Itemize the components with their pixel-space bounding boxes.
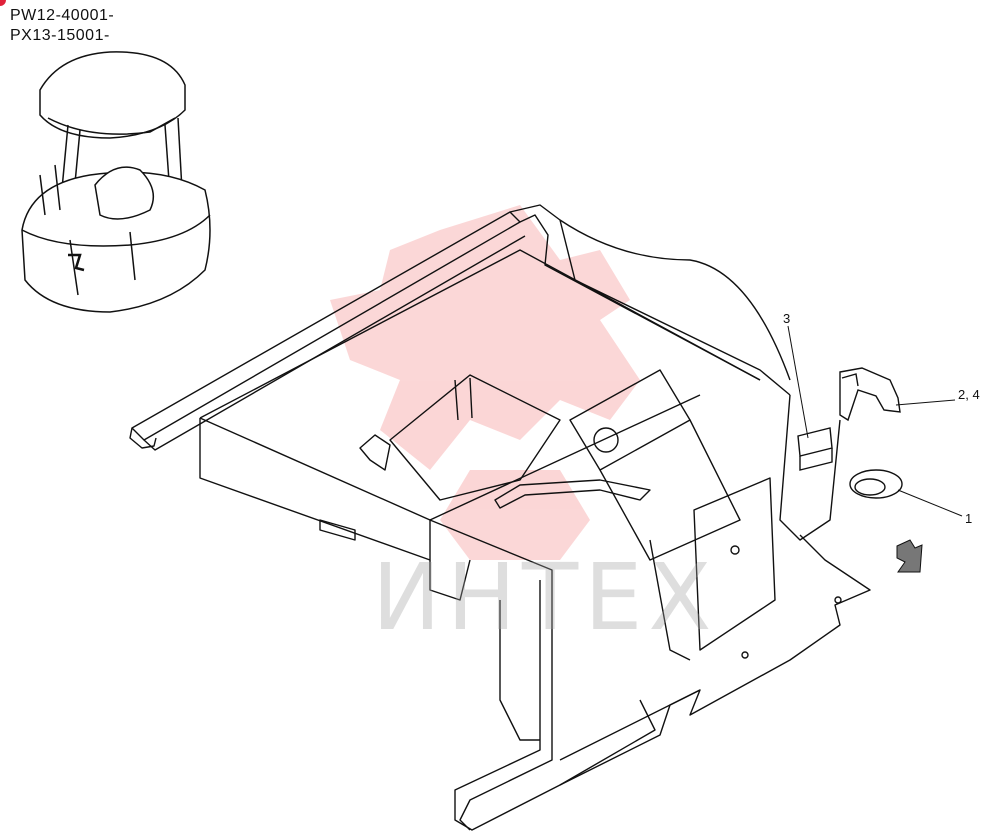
frame-assembly: [129, 204, 871, 831]
callout-part-1: 1: [965, 511, 973, 526]
serial-range-2: PX13-15001-: [10, 27, 110, 44]
leader-lines: [787, 325, 963, 517]
watermark-text: ИНТЕХ: [372, 544, 718, 651]
serial-range-block: PW12-40001- PX13-15001-: [10, 6, 114, 46]
callout-part-3: 3: [783, 311, 791, 326]
excavator-cab-icon: [21, 51, 211, 313]
part-3-bracket: [797, 427, 833, 471]
part-2-4-clamp: [839, 367, 901, 422]
serial-range-1: PW12-40001-: [10, 7, 115, 24]
corner-marker: [0, 0, 6, 6]
part-1-ring: [849, 469, 903, 499]
front-direction-arrow-icon: [896, 539, 923, 573]
callout-part-2-4: 2, 4: [958, 387, 980, 402]
